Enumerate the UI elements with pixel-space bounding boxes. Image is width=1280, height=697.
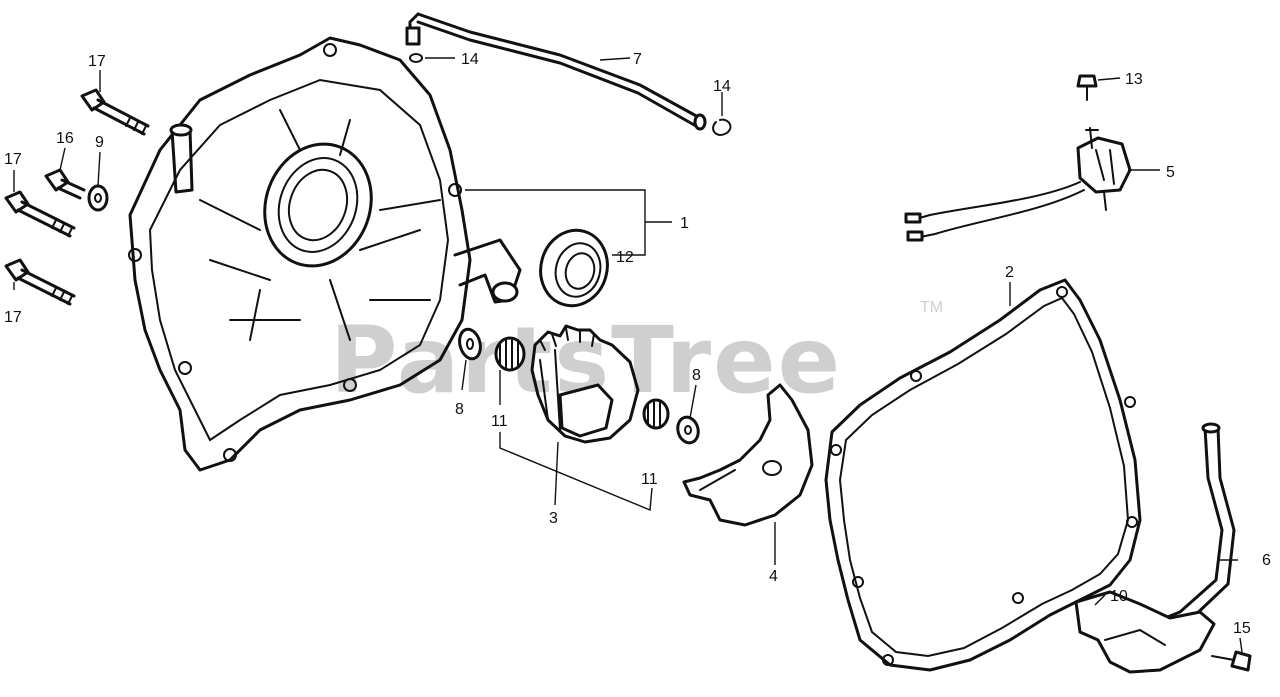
callout-6: 6 — [1262, 552, 1271, 569]
flange-bolt-middle — [4, 190, 76, 238]
callout-15: 15 — [1233, 620, 1251, 637]
bracket-bolt — [1211, 650, 1252, 672]
callout-14-right: 14 — [713, 78, 731, 95]
callout-17-bottom: 17 — [4, 309, 22, 326]
callout-10: 10 — [1110, 588, 1128, 605]
callout-8-left: 8 — [455, 401, 464, 418]
guide-plate — [682, 383, 814, 527]
oil-level-switch — [904, 127, 1132, 242]
callout-13: 13 — [1125, 71, 1143, 88]
oil-drain-pipe — [1158, 422, 1236, 632]
short-bolt — [44, 168, 86, 200]
pipe-bracket — [1074, 590, 1216, 674]
washer — [87, 184, 109, 212]
callout-3: 3 — [549, 510, 558, 527]
flange-bolt-lower — [4, 258, 76, 306]
tube-clip-right — [712, 118, 732, 136]
crankcase-cover — [128, 36, 522, 472]
needle-bearing-left — [494, 336, 526, 372]
needle-bearing-right — [642, 398, 670, 430]
callout-labels: 1 2 3 4 5 6 7 8 8 9 10 11 11 12 13 14 14… — [4, 51, 1271, 637]
watermark-tm: TM — [920, 299, 943, 316]
callout-11-left: 11 — [491, 413, 508, 430]
callout-16: 16 — [56, 130, 74, 147]
cover-gasket — [824, 278, 1142, 672]
thrust-washer-right — [676, 415, 700, 445]
callout-9: 9 — [95, 134, 104, 151]
callout-8-right: 8 — [692, 367, 701, 384]
breather-tube — [405, 12, 707, 131]
callout-17-middle: 17 — [4, 151, 22, 168]
callout-5: 5 — [1166, 164, 1175, 181]
tube-clip-upper — [409, 53, 423, 63]
flange-bolt-upper — [80, 88, 150, 136]
switch-screw — [1076, 74, 1098, 101]
oil-seal — [539, 228, 609, 308]
leader-lines — [13, 57, 1243, 653]
callout-17-top: 17 — [88, 53, 106, 70]
governor-gear — [530, 324, 640, 444]
callout-2: 2 — [1005, 264, 1014, 281]
callout-4: 4 — [769, 568, 778, 585]
callout-1: 1 — [680, 215, 689, 232]
callout-11-right: 11 — [641, 471, 658, 488]
thrust-washer-left — [458, 327, 482, 361]
callout-7: 7 — [633, 51, 642, 68]
callout-12: 12 — [616, 249, 634, 266]
callout-14-upper: 14 — [461, 51, 479, 68]
